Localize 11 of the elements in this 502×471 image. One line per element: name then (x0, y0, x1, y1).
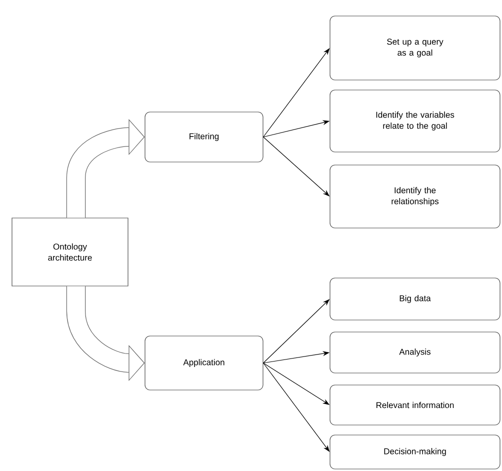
process-box: Relevant information (330, 384, 500, 426)
process-box: Filtering (144, 112, 264, 162)
process-box: Analysis (330, 332, 500, 374)
process-box: Set up a query as a goal (330, 16, 500, 80)
process-box: Application (144, 336, 264, 390)
process-box: Decision-making (330, 434, 500, 470)
process-box: Big data (330, 278, 500, 320)
block-arrow (66, 118, 145, 218)
process-box: Identify the variables relate to the goal (330, 90, 500, 152)
source-box: Ontology architecture (12, 218, 128, 286)
process-box: Identify the relationships (330, 164, 500, 228)
